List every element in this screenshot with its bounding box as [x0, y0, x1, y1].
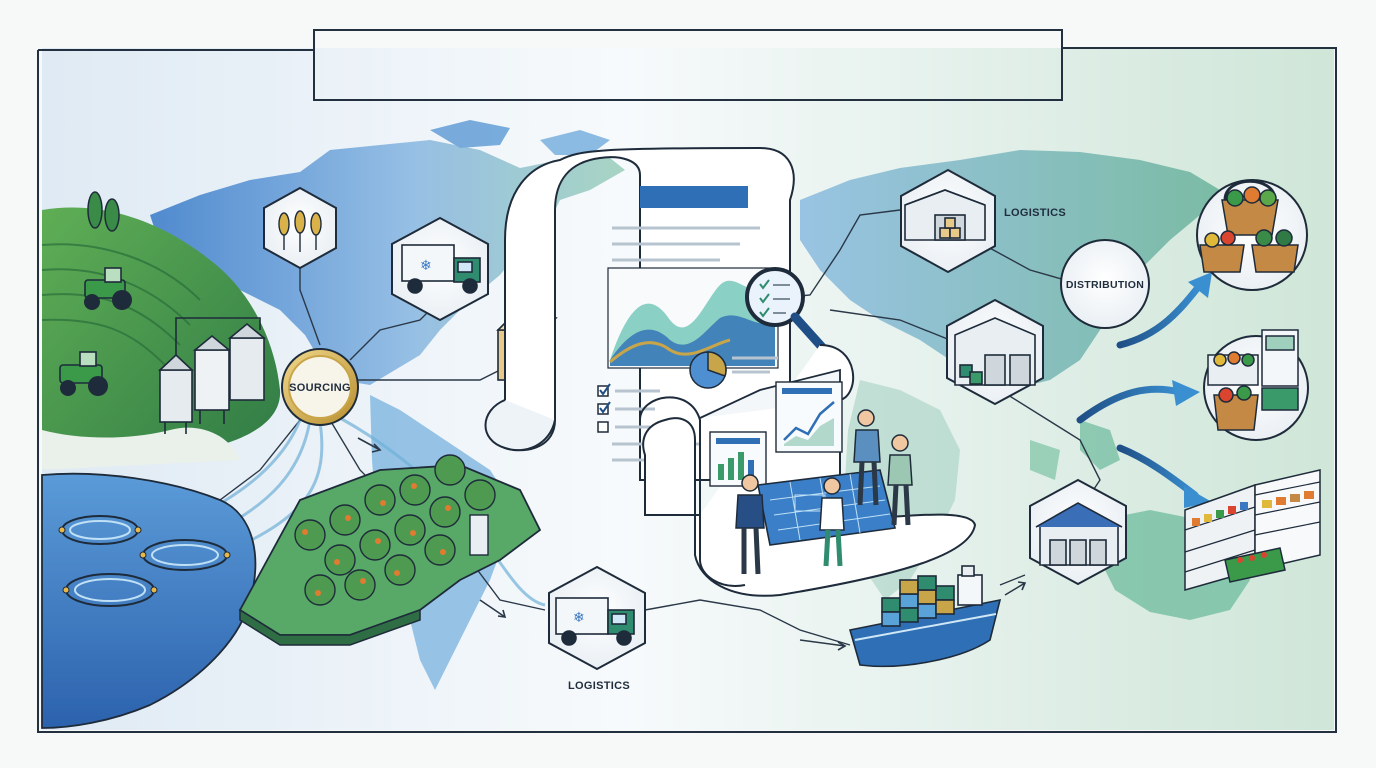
bar-chart-panel	[709, 431, 767, 487]
line-chart-panel	[775, 381, 843, 453]
warehouse-icon	[1035, 502, 1123, 566]
distribution-label: DISTRIBUTION	[1066, 279, 1144, 291]
svg-text:❄: ❄	[573, 610, 585, 626]
document-area-chart	[607, 267, 779, 369]
logistics-label-bottom: LOGISTICS	[568, 680, 630, 692]
produce-basket-icon	[1199, 179, 1299, 273]
warehouse-node-middle[interactable]	[946, 298, 1044, 406]
grocery-store-node[interactable]	[1184, 469, 1321, 591]
warehouse-icon	[904, 189, 986, 241]
orchard-region	[238, 454, 542, 646]
orchard-trees	[294, 454, 496, 606]
tractor-icon	[59, 351, 108, 396]
frame-outline	[37, 29, 1337, 733]
warehouse-node-top[interactable]	[900, 168, 996, 274]
distribution-node[interactable]: DISTRIBUTION	[1060, 239, 1150, 329]
aquaculture-region	[41, 472, 257, 729]
document-checklist	[597, 383, 660, 433]
grain-silos-icon	[157, 317, 267, 434]
logistics-label-top: LOGISTICS	[1004, 207, 1066, 219]
continent-north-america	[150, 140, 625, 385]
dashboard-scroll	[639, 344, 977, 597]
farmland-region	[41, 191, 281, 470]
document-title-bar	[640, 186, 748, 208]
document-pie-chart	[689, 351, 727, 389]
refrigerated-truck-icon: ❄	[401, 244, 481, 294]
wheat-node[interactable]	[263, 186, 337, 270]
warehouse-icon	[954, 317, 1036, 386]
small-arrows	[357, 437, 1027, 651]
market-stall-node[interactable]	[1203, 329, 1309, 441]
wheat-icon	[278, 210, 322, 252]
refrigerated-truck-icon: ❄	[555, 597, 635, 646]
team-people	[735, 409, 913, 575]
truck-node-top[interactable]: ❄	[391, 216, 489, 322]
tractor-icon	[84, 267, 132, 310]
market-produce-icon	[1207, 329, 1299, 431]
warehouse-node-bottom[interactable]	[1029, 478, 1127, 586]
grocery-shelves-icon	[1184, 469, 1321, 591]
poplar-trees	[87, 191, 120, 232]
svg-text:❄: ❄	[420, 258, 432, 274]
sourcing-node[interactable]: SOURCING	[281, 348, 359, 426]
cargo-ship-icon	[848, 565, 1002, 668]
produce-basket-node[interactable]	[1196, 179, 1308, 291]
truck-node-bottom[interactable]: ❄	[548, 565, 646, 671]
sourcing-label: SOURCING	[289, 382, 351, 394]
analytics-document	[484, 146, 795, 481]
